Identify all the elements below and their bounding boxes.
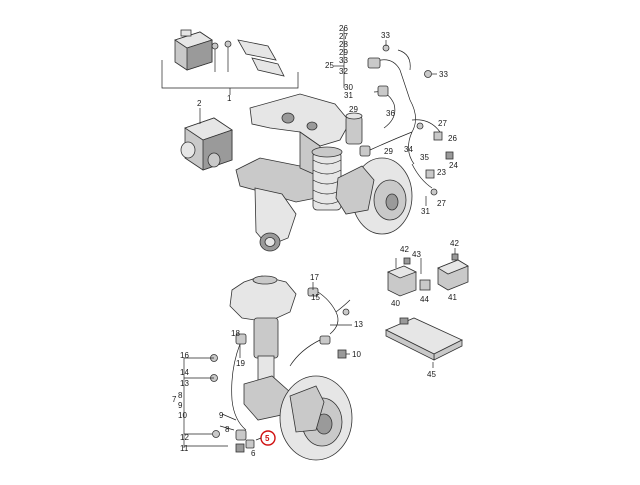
callout-6[interactable]: 6 (251, 449, 256, 458)
callout-23[interactable]: 23 (437, 168, 446, 177)
callout-29b[interactable]: 29 (349, 105, 358, 114)
callout-36[interactable]: 36 (386, 109, 395, 118)
callout-10b[interactable]: 10 (352, 350, 361, 359)
callout-29c[interactable]: 29 (384, 147, 393, 156)
callout-26b[interactable]: 26 (448, 134, 457, 143)
callout-27[interactable]: 27 (339, 32, 348, 41)
callout-24[interactable]: 24 (449, 161, 458, 170)
front-subframe[interactable] (235, 93, 351, 252)
callout-27c[interactable]: 27 (437, 199, 446, 208)
callout-13[interactable]: 13 (180, 379, 189, 388)
callout-33b[interactable]: 33 (381, 31, 390, 40)
callout-29[interactable]: 29 (339, 48, 348, 57)
callout-11[interactable]: 11 (180, 444, 189, 453)
callout-44[interactable]: 44 (420, 295, 429, 304)
callout-41[interactable]: 41 (448, 293, 457, 302)
callout-19[interactable]: 19 (236, 359, 245, 368)
upper-coil-spring[interactable] (311, 112, 363, 211)
callout-43[interactable]: 43 (412, 250, 421, 259)
callout-9[interactable]: 9 (178, 401, 183, 410)
callout-26[interactable]: 26 (339, 24, 348, 33)
callout-18[interactable]: 18 (231, 329, 240, 338)
cover-plate[interactable] (385, 317, 463, 368)
callout-13b[interactable]: 13 (354, 320, 363, 329)
callout-40[interactable]: 40 (391, 299, 400, 308)
callout-8b[interactable]: 8 (225, 425, 230, 434)
upper-sensor-harness[interactable] (334, 28, 454, 206)
callout-12[interactable]: 12 (180, 433, 189, 442)
callout-42[interactable]: 42 (400, 245, 409, 254)
callout-34[interactable]: 34 (404, 145, 413, 154)
callout-bracket-7 (183, 357, 228, 448)
callout-16[interactable]: 16 (180, 351, 189, 360)
callout-25[interactable]: 25 (325, 61, 334, 70)
callout-9b[interactable]: 9 (219, 411, 224, 420)
callout-31[interactable]: 31 (344, 91, 353, 100)
upper-brake-disc[interactable] (335, 157, 413, 235)
callout-31b[interactable]: 31 (421, 207, 430, 216)
callout-2[interactable]: 2 (197, 99, 202, 108)
lower-sensor-harness[interactable] (210, 287, 351, 453)
callout-28[interactable]: 28 (339, 40, 348, 49)
callout-1[interactable]: 1 (227, 94, 232, 103)
callout-30[interactable]: 30 (344, 83, 353, 92)
abs-hydraulic-unit[interactable] (180, 108, 233, 171)
callout-5-highlighted[interactable]: 5 (265, 434, 270, 443)
callout-33c[interactable]: 33 (439, 70, 448, 79)
lower-brake-disc[interactable] (279, 375, 353, 461)
callout-14[interactable]: 14 (180, 368, 189, 377)
callout-32[interactable]: 32 (339, 67, 348, 76)
callout-27b[interactable]: 27 (438, 119, 447, 128)
callout-7[interactable]: 7 (172, 395, 177, 404)
callout-45[interactable]: 45 (427, 370, 436, 379)
callout-33[interactable]: 33 (339, 56, 348, 65)
callout-15[interactable]: 15 (311, 293, 320, 302)
callout-10[interactable]: 10 (178, 411, 187, 420)
callout-17[interactable]: 17 (310, 273, 319, 282)
callout-42b[interactable]: 42 (450, 239, 459, 248)
callout-35[interactable]: 35 (420, 153, 429, 162)
callout-8[interactable]: 8 (178, 391, 183, 400)
control-unit-kit[interactable] (161, 29, 299, 95)
speed-sensor-group[interactable] (387, 248, 469, 297)
